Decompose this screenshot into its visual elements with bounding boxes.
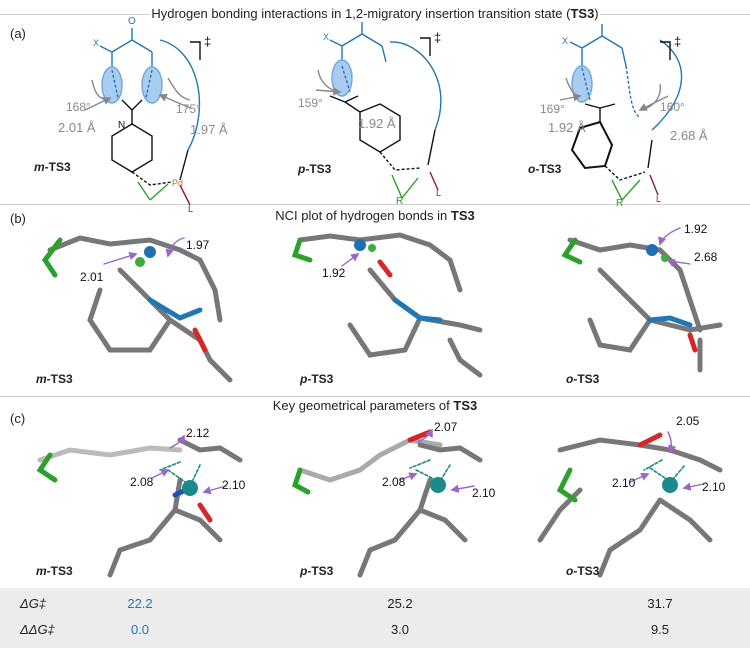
dg-p: 25.2	[387, 596, 413, 611]
geom-m-dist1: 2.12	[186, 426, 210, 440]
geom-o-dist2: 2.10	[612, 476, 636, 490]
dg-o: 31.7	[647, 596, 673, 611]
ts-label-b-p: p-TS3	[300, 372, 334, 386]
nci-render-o	[561, 227, 723, 373]
dg-label: ΔG‡	[20, 596, 47, 611]
scheme-o-ts3	[559, 24, 683, 202]
ddg-p: 3.0	[390, 622, 410, 637]
ts-label-a-p: p-TS3	[298, 162, 332, 176]
ddg-m: 0.0	[130, 622, 150, 637]
divider-top-right	[600, 14, 750, 15]
geom-o-dist3: 2.10	[702, 480, 726, 494]
nci-render-m	[41, 235, 233, 383]
nci-m-dist2: 1.97	[186, 238, 210, 252]
dg-m: 22.2	[127, 596, 153, 611]
nci-m-dist1: 2.01	[80, 270, 104, 284]
o-atom-x: X	[562, 36, 569, 46]
energy-row-dg: ΔG‡ 22.2 25.2 31.7	[0, 596, 750, 618]
o-atom-r: R	[616, 198, 624, 209]
ts-label-a-m: m-TS3	[34, 160, 71, 174]
scheme-m-ts3	[84, 28, 201, 206]
o-angle2: 160°	[660, 100, 685, 114]
m-atom-pd: Pd	[172, 178, 184, 188]
nci-render-p	[291, 232, 483, 378]
ts-label-c-p: p-TS3	[300, 564, 334, 578]
m-angle2: 175°	[176, 102, 201, 116]
m-angle1: 168°	[66, 100, 91, 114]
p-atom-x: X	[323, 32, 330, 42]
title-panel-c: Key geometrical parameters of TS3	[0, 398, 750, 413]
divider-bc	[0, 396, 750, 397]
geom-m-dist2: 2.08	[130, 475, 154, 489]
dagger-o: ‡	[674, 34, 682, 49]
p-atom-l: L	[436, 188, 442, 198]
ts-label-c-o: o-TS3	[566, 564, 600, 578]
m-atom-n: N	[118, 120, 126, 131]
m-dist1: 2.01 Å	[58, 120, 96, 135]
title-panel-b: NCI plot of hydrogen bonds in TS3	[0, 208, 750, 223]
scheme-p-ts3	[315, 22, 442, 200]
geom-p-dist2: 2.08	[382, 475, 406, 489]
p-dist1: 1.92 Å	[358, 116, 396, 131]
ts-label-a-o: o-TS3	[528, 162, 562, 176]
panel-label-b: (b)	[10, 211, 26, 226]
m-atom-l: L	[188, 204, 194, 214]
energy-row-ddg: ΔΔG‡ 0.0 3.0 9.5	[0, 622, 750, 644]
ts-label-c-m: m-TS3	[36, 564, 73, 578]
m-atom-o: O	[128, 16, 136, 27]
geom-render-o	[537, 431, 723, 578]
panel-label-a: (a)	[10, 26, 26, 41]
o-dist2: 2.68 Å	[670, 128, 708, 143]
geom-m-dist3: 2.10	[222, 478, 246, 492]
divider-top-left	[0, 14, 150, 15]
p-angle1: 159°	[298, 96, 323, 110]
divider-ab-left	[0, 204, 750, 205]
energy-table: ΔG‡ 22.2 25.2 31.7 ΔΔG‡ 0.0 3.0 9.5	[0, 588, 750, 648]
o-dist1: 1.92 Å	[548, 120, 586, 135]
geom-p-dist1: 2.07	[434, 420, 458, 434]
ddg-o: 9.5	[650, 622, 670, 637]
m-atom-x: X	[93, 38, 100, 48]
o-atom-l: L	[656, 194, 662, 204]
nci-o-dist2: 2.68	[694, 250, 718, 264]
nci-p-dist1: 1.92	[322, 266, 346, 280]
ddg-label: ΔΔG‡	[20, 622, 55, 637]
o-angle1: 169°	[540, 102, 565, 116]
title-panel-a: Hydrogen bonding interactions in 1,2-mig…	[151, 6, 599, 21]
geom-render-m	[36, 434, 243, 578]
panel-label-c: (c)	[10, 411, 26, 426]
dagger-p: ‡	[434, 30, 442, 45]
ts-label-b-m: m-TS3	[36, 372, 73, 386]
m-dist2: 1.97 Å	[190, 122, 228, 137]
nci-o-dist1: 1.92	[684, 222, 708, 236]
dagger-m: ‡	[204, 34, 212, 49]
geom-p-dist3: 2.10	[472, 486, 496, 500]
p-atom-r: R	[396, 196, 404, 207]
ts-label-b-o: o-TS3	[566, 372, 600, 386]
geom-render-p	[291, 428, 483, 578]
geom-o-dist1: 2.05	[676, 414, 700, 428]
